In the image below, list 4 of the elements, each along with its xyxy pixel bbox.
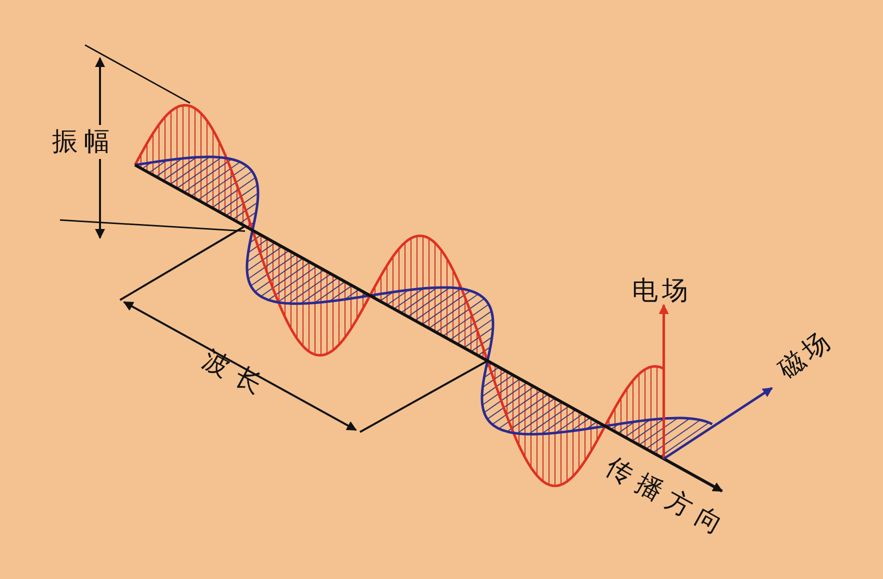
field-label: 磁场: [774, 326, 838, 384]
direction-label: 传播方向: [602, 454, 734, 542]
field-label: 电场: [632, 278, 692, 304]
wavelength-label: 波长: [198, 346, 275, 404]
